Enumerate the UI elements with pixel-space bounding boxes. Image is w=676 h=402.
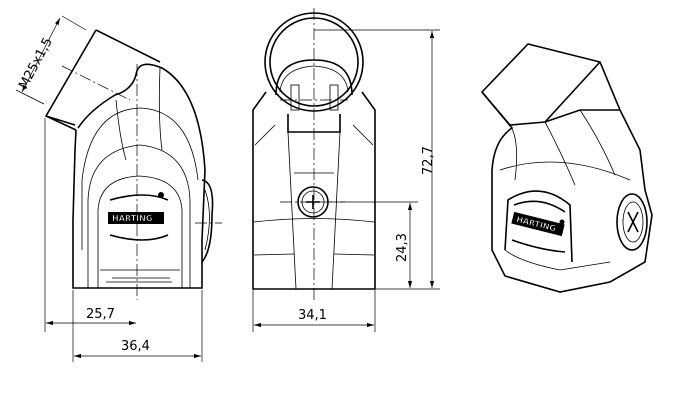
isometric-view: HARTING — [480, 43, 653, 293]
dim-offset-side: 25,7 — [86, 307, 115, 322]
dim-width-front: 34,1 — [298, 308, 327, 323]
front-view: 72,7 24,3 34,1 — [252, 8, 440, 332]
dim-depth-side: 36,4 — [121, 339, 150, 354]
dim-height-screw: 24,3 — [395, 233, 410, 262]
harting-logo-side: HARTING — [108, 192, 169, 241]
svg-text:HARTING: HARTING — [112, 214, 152, 223]
harting-logo-iso: HARTING — [511, 200, 566, 253]
dim-height-total: 72,7 — [421, 146, 436, 175]
side-view: HARTING M25x1,5 25,7 36,4 — [15, 15, 222, 362]
dim-thread: M25x1,5 — [16, 35, 56, 92]
